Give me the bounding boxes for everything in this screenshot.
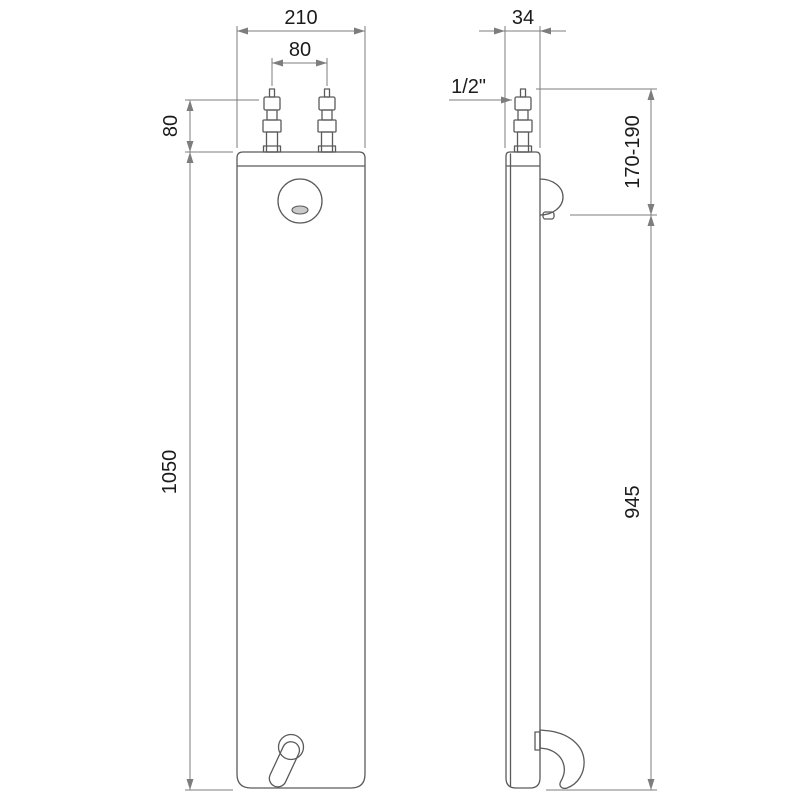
dimension-inlet-size: 1/2" [449, 76, 512, 104]
dimension-body-height: 945 [546, 214, 657, 791]
side-panel-outline [505, 151, 541, 789]
dimension-side-depth: 34 [479, 7, 566, 148]
shower-head-profile [539, 178, 564, 216]
mixer-lever-base [277, 733, 305, 761]
side-shower-head [539, 178, 564, 220]
dimension-front-width: 210 [236, 7, 366, 148]
front-mixer-lever [268, 733, 305, 788]
dimension-valve-height: 80 [160, 99, 259, 152]
dimension-label-body-height: 945 [622, 485, 644, 518]
lever-mount [534, 731, 541, 751]
shower-head-nozzle [291, 205, 309, 215]
front-shower-head [277, 178, 323, 224]
front-panel-outline [236, 151, 366, 789]
front-view: 210 80 80 1050 [159, 7, 366, 791]
dimension-label-valve-height: 80 [160, 115, 182, 137]
dimension-label-side-depth: 34 [512, 7, 534, 29]
dimension-valve-spacing: 80 [271, 39, 328, 86]
dimension-label-valve-spacing: 80 [289, 39, 311, 61]
side-view: 34 1/2" 170-190 945 [449, 7, 657, 791]
dimension-label-front-width: 210 [284, 7, 317, 29]
dimension-panel-height: 1050 [159, 151, 233, 791]
side-mixer-lever [534, 729, 585, 789]
dimension-head-height: 170-190 [536, 88, 657, 215]
dimension-label-head-height: 170-190 [622, 115, 644, 188]
front-valve-left [262, 88, 282, 153]
shower-head-dome [277, 178, 323, 224]
dimension-label-inlet-size: 1/2" [451, 76, 486, 98]
front-valve-right [317, 88, 337, 153]
side-valve [513, 88, 533, 153]
shower-head-outlet [542, 211, 555, 220]
dimension-label-panel-height: 1050 [159, 450, 181, 495]
mixer-lever-handle [268, 741, 301, 788]
lever-profile [539, 729, 585, 789]
